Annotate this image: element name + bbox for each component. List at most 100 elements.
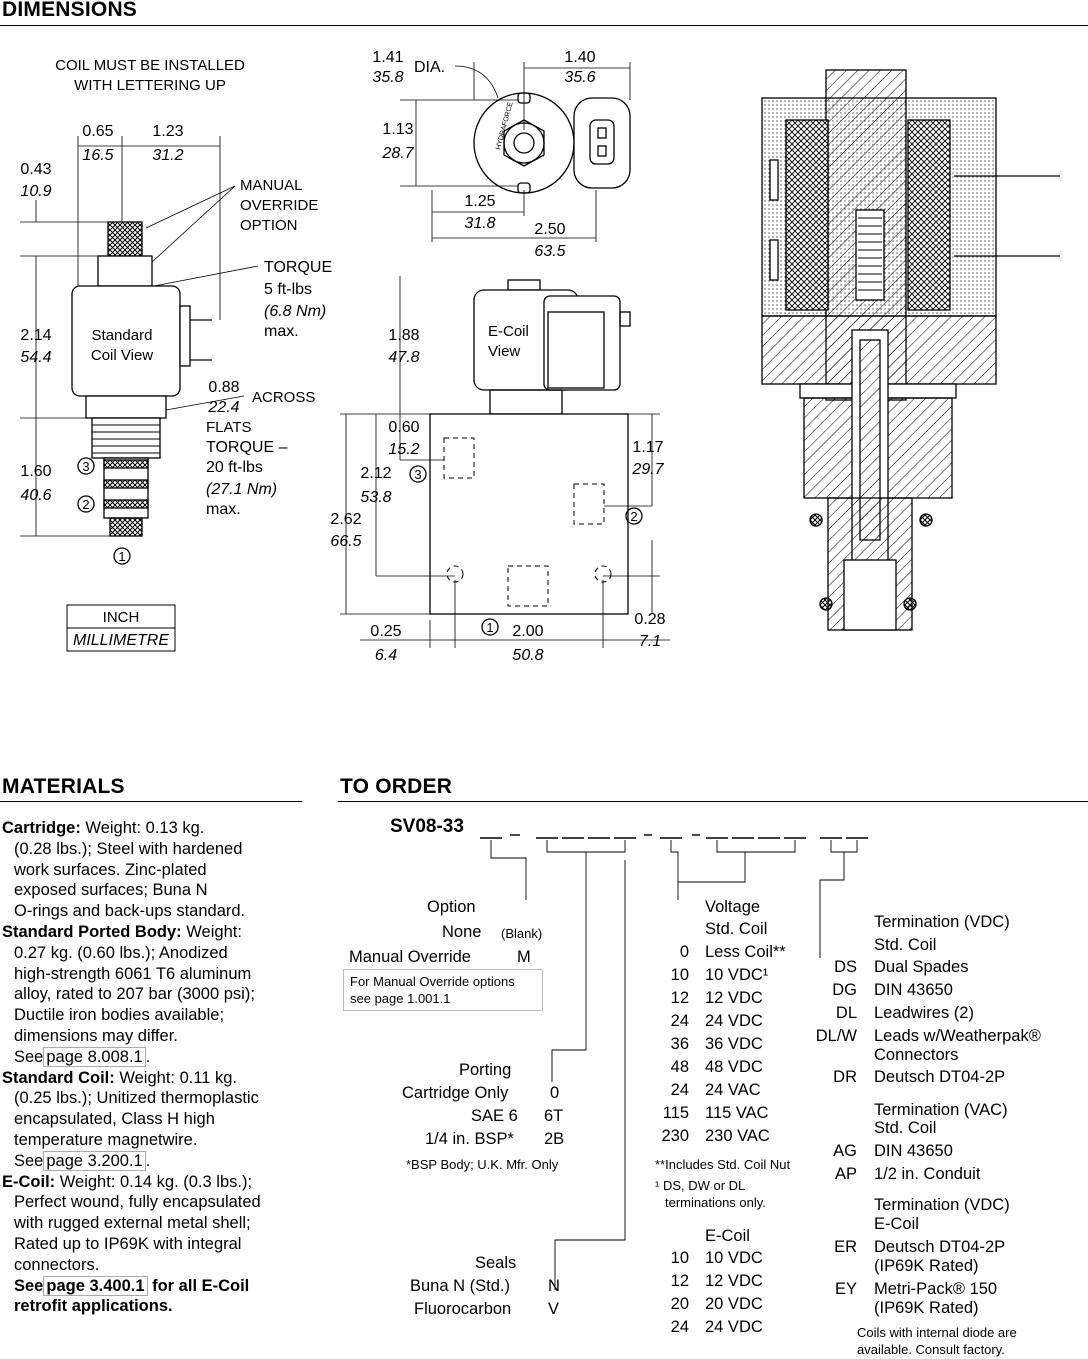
- voltage-row-code: 115: [662, 1104, 689, 1122]
- porting-row-1: Cartridge Only: [402, 1084, 509, 1102]
- ecoil-voltage-row-code: 10: [670, 1249, 689, 1267]
- manual-override-line1: MANUAL: [240, 177, 303, 194]
- voltage-row-code: 230: [661, 1127, 689, 1145]
- coil-page-link[interactable]: page 3.200.1: [43, 1150, 146, 1171]
- ecoil-line5: connectors.: [14, 1255, 100, 1274]
- model-code: SV08-33: [390, 816, 464, 837]
- voltage-row-label: 10 VDC¹: [705, 966, 769, 984]
- term-vac-row-label: 1/2 in. Conduit: [874, 1165, 981, 1183]
- dim-2-00-mm: 50.8: [512, 647, 543, 664]
- dim-1-41-mm: 35.8: [372, 69, 403, 86]
- unit-millimetre: MILLIMETRE: [73, 632, 169, 649]
- term-ecoil-row-code: ER: [834, 1238, 857, 1256]
- manual-override-note-box: For Manual Override options see page 1.0…: [343, 969, 543, 1011]
- ecoil-voltage-row-label: 10 VDC: [705, 1249, 763, 1267]
- voltage-row-label: 36 VDC: [705, 1035, 763, 1053]
- ecoil-label-1: E-Coil: [488, 323, 529, 340]
- body-line3: high-strength 6061 T6 aluminum: [14, 964, 252, 983]
- front-port-3: 3: [414, 467, 421, 482]
- dim-0-60-mm: 15.2: [388, 441, 419, 458]
- body-line4: alloy, rated to 207 bar (3000 psi);: [14, 985, 255, 1004]
- term-vac-title: Termination (VAC): [874, 1101, 1008, 1119]
- dim-0-28-mm: 7.1: [639, 633, 661, 650]
- dim-2-50-mm: 63.5: [534, 243, 565, 260]
- dim-1-40-in: 1.40: [564, 49, 595, 66]
- term-vdc-row-code: DL/W: [815, 1027, 857, 1045]
- dim-0-88-mm: 22.4: [207, 399, 239, 416]
- standard-coil-label-2: Coil View: [91, 347, 153, 364]
- voltage-row-label: Less Coil**: [705, 943, 786, 961]
- dim-1-88-mm: 47.8: [388, 349, 419, 366]
- seals-code-1: N: [548, 1277, 560, 1295]
- voltage-row-code: 36: [670, 1035, 689, 1053]
- ecoil-voltage-title: E-Coil: [705, 1227, 750, 1245]
- ecoil-line3: with rugged external metal shell;: [14, 1214, 251, 1233]
- term-vac-row-code: AG: [833, 1142, 857, 1160]
- standard-coil-label-1: Standard: [92, 327, 153, 344]
- term-ecoil-row-label: Deutsch DT04-2P: [874, 1238, 1006, 1256]
- term-vac-sub: Std. Coil: [874, 1119, 937, 1137]
- coil-line1: Weight: 0.11 kg.: [114, 1068, 238, 1087]
- voltage-row-code: 10: [670, 966, 689, 984]
- dim-0-60-in: 0.60: [388, 419, 419, 436]
- term-vac-row-label: DIN 43650: [874, 1142, 953, 1160]
- dim-0-65-in: 0.65: [82, 123, 113, 140]
- voltage-note3: terminations only.: [665, 1195, 766, 1210]
- porting-code-3: 2B: [544, 1130, 565, 1148]
- voltage-row-label: 115 VAC: [705, 1104, 769, 1122]
- dim-2-62-mm: 66.5: [330, 533, 361, 550]
- coil-line4: temperature magnetwire.: [14, 1130, 198, 1149]
- torque-coil-line3: (6.8 Nm): [264, 303, 326, 320]
- manual-override-line3: OPTION: [240, 217, 298, 234]
- seals-title: Seals: [475, 1254, 517, 1272]
- manual-override-note1: For Manual Override options: [350, 974, 515, 989]
- dim-0-88-in: 0.88: [208, 379, 239, 396]
- term-vdc-row-label-line2: Connectors: [874, 1046, 959, 1064]
- dim-2-50-in: 2.50: [534, 221, 565, 238]
- ecoil-voltage-row-code: 24: [670, 1318, 689, 1336]
- voltage-row-code: 24: [670, 1012, 689, 1030]
- seals-row-1: Buna N (Std.): [410, 1277, 510, 1295]
- ecoil-tail: for all E-Coil: [147, 1276, 250, 1295]
- term-vdc-sub: Std. Coil: [874, 936, 937, 954]
- ecoil-page-link[interactable]: page 3.400.1: [43, 1275, 148, 1296]
- porting-title: Porting: [459, 1061, 512, 1079]
- voltage-row-code: 24: [670, 1081, 689, 1099]
- term-ecoil-row-label-line2: (IP69K Rated): [874, 1299, 979, 1317]
- to-order-heading: TO ORDER: [340, 775, 453, 798]
- to-order-rule: [338, 801, 1088, 802]
- dim-2-12-in: 2.12: [360, 465, 391, 482]
- unit-inch: INCH: [103, 609, 140, 626]
- ecoil-line1: Weight: 0.14 kg. (0.3 lbs.);: [55, 1172, 253, 1191]
- coil-line3: encapsulated, Class H high: [14, 1110, 215, 1129]
- dimensions-rule: [0, 25, 1088, 26]
- option-none: None: [442, 923, 482, 941]
- dim-1-17-in: 1.17: [632, 439, 663, 456]
- term-vdc-row-label: Deutsch DT04-2P: [874, 1068, 1006, 1086]
- torque-coil-line1: TORQUE: [264, 259, 332, 276]
- dim-2-62-in: 2.62: [330, 511, 361, 528]
- term-vdc-row-label: DIN 43650: [874, 981, 953, 999]
- dia-label: DIA.: [414, 59, 445, 76]
- term-vdc-row-label: Leadwires (2): [874, 1004, 974, 1022]
- ecoil-line4: Rated up to IP69K with integral: [14, 1234, 242, 1253]
- cartridge-line2: (0.28 lbs.); Steel with hardened: [14, 839, 243, 858]
- body-page-link[interactable]: page 8.008.1: [43, 1046, 146, 1067]
- torque-coil-line2: 5 ft-lbs: [264, 281, 312, 298]
- dimensions-heading: DIMENSIONS: [2, 0, 138, 21]
- across-label: ACROSS: [252, 389, 315, 406]
- dim-2-00-in: 2.00: [512, 623, 543, 640]
- dim-1-40-mm: 35.6: [564, 69, 595, 86]
- dimension-drawings: COIL MUST BE INSTALLED WITH LETTERING UP…: [20, 49, 1060, 664]
- torque-body-line1: TORQUE –: [206, 439, 288, 456]
- ecoil-voltage-row-code: 12: [670, 1272, 689, 1290]
- dim-1-88-in: 1.88: [388, 327, 419, 344]
- porting-row-2: SAE 6: [471, 1107, 518, 1125]
- dim-0-25-in: 0.25: [370, 623, 401, 640]
- voltage-row-label: 12 VDC: [705, 989, 763, 1007]
- ecoil-label: E-Coil:: [2, 1172, 56, 1191]
- term-vdc-row-code: DG: [832, 981, 857, 999]
- option-title: Option: [427, 898, 476, 916]
- term-ecoil-row-code: EY: [834, 1280, 857, 1298]
- voltage-std-coil: Std. Coil: [705, 920, 768, 938]
